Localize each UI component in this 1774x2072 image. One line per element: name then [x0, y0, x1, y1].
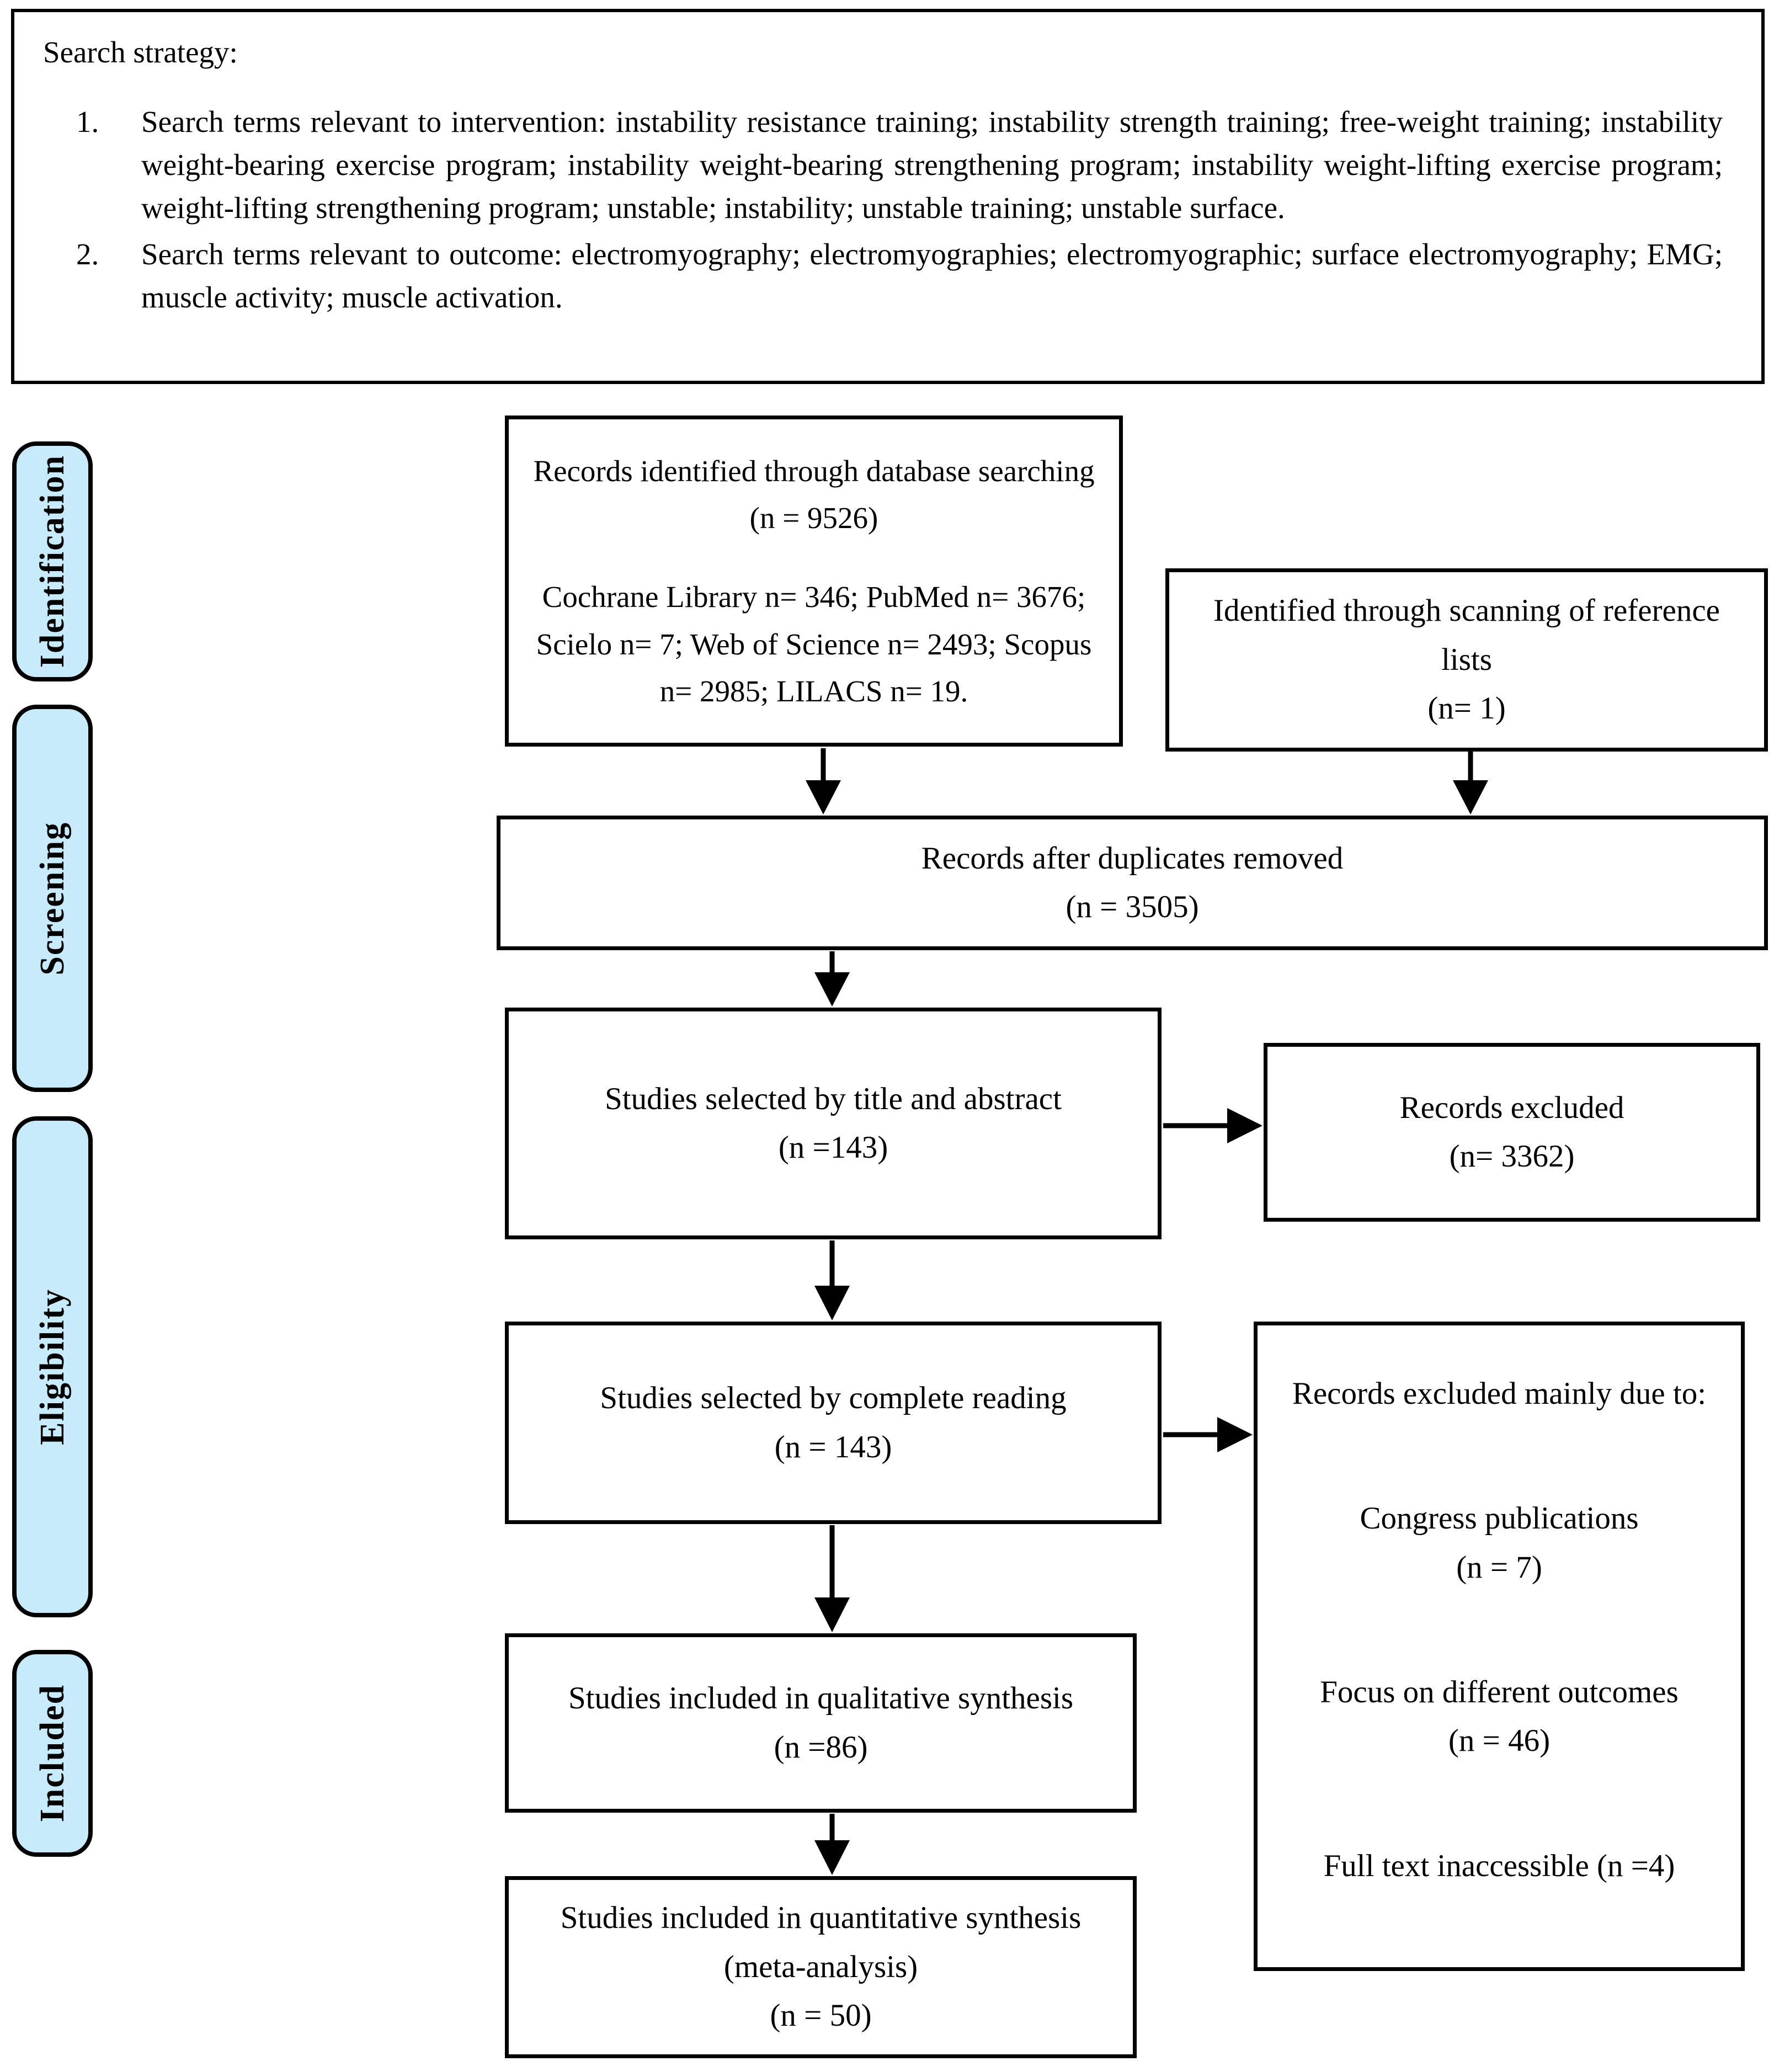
box-quantitative-synthesis: Studies included in quantitative synthes…: [505, 1876, 1137, 2058]
stage-label-screening: Screening: [12, 705, 93, 1092]
stage-label-text: Included: [33, 1684, 71, 1823]
box-duplicates-removed: Records after duplicates removed (n = 35…: [497, 816, 1768, 950]
box-heading: Studies selected by title and abstract: [605, 1081, 1062, 1116]
box-count: (n = 3505): [1066, 889, 1199, 924]
box-count: (n =143): [778, 1130, 888, 1165]
stage-label-text: Identification: [33, 455, 71, 668]
box-heading: Records excluded: [1399, 1090, 1624, 1125]
box-count: (n =86): [774, 1729, 868, 1765]
search-item-text: Search terms relevant to outcome: electr…: [141, 237, 1723, 315]
box-records-identified: Records identified through database sear…: [505, 416, 1123, 747]
box-qualitative-synthesis: Studies included in qualitative synthesi…: [505, 1633, 1137, 1813]
search-strategy-panel: Search strategy: 1. Search terms relevan…: [11, 9, 1765, 384]
box-count: (n= 3362): [1449, 1139, 1575, 1174]
box-heading: Studies included in qualitative synthesi…: [568, 1681, 1074, 1716]
stage-label-included: Included: [12, 1650, 93, 1857]
exclusion-reason: Full text inaccessible (n =4): [1324, 1842, 1675, 1890]
stage-label-eligibility: Eligibility: [12, 1116, 93, 1617]
box-exclusion-reasons: Records excluded mainly due to: Congress…: [1254, 1322, 1745, 1971]
reason-count: (n = 7): [1456, 1549, 1542, 1585]
stage-label-text: Screening: [33, 821, 71, 976]
reason-count: (n = 46): [1448, 1723, 1551, 1759]
box-count: (n = 50): [770, 1998, 872, 2033]
box-complete-reading: Studies selected by complete reading (n …: [505, 1322, 1162, 1524]
arrow-duplicates-to-title-abstract: [814, 951, 850, 1006]
exclusion-reason: Focus on different outcomes (n = 46): [1320, 1668, 1679, 1766]
box-heading: Records after duplicates removed: [921, 840, 1344, 876]
box-records-excluded: Records excluded (n= 3362): [1264, 1043, 1760, 1222]
stage-label-identification: Identification: [12, 441, 93, 681]
box-count: (n= 1): [1427, 691, 1506, 726]
search-item-number: 2.: [76, 237, 99, 271]
box-heading: Studies included in quantitative synthes…: [560, 1900, 1082, 1984]
arrow-complete-reading-to-qualitative: [814, 1525, 850, 1632]
box-heading: Records identified through database sear…: [533, 454, 1095, 535]
arrow-title-abstract-to-records-excluded: [1163, 1108, 1262, 1143]
box-count: (n = 143): [774, 1429, 892, 1464]
box-detail: Cochrane Library n= 346; PubMed n= 3676;…: [536, 580, 1092, 708]
box-reference-lists: Identified through scanning of reference…: [1165, 568, 1768, 752]
search-strategy-title: Search strategy:: [43, 35, 238, 69]
arrow-references-to-duplicates: [1453, 752, 1488, 814]
box-heading: Studies selected by complete reading: [600, 1381, 1067, 1416]
exclusion-reason: Congress publications (n = 7): [1360, 1494, 1638, 1592]
box-title-abstract: Studies selected by title and abstract (…: [505, 1008, 1162, 1239]
reason-text: Full text inaccessible (n =4): [1323, 1848, 1675, 1883]
arrow-qualitative-to-quantitative: [814, 1814, 850, 1875]
search-item-number: 1.: [76, 105, 99, 139]
search-item-text: Search terms relevant to intervention: i…: [141, 105, 1723, 225]
reason-text: Congress publications: [1360, 1501, 1639, 1536]
box-heading: Records excluded mainly due to:: [1292, 1376, 1707, 1411]
arrow-title-abstract-to-complete-reading: [814, 1240, 850, 1320]
arrow-complete-reading-to-exclusion-reasons: [1163, 1417, 1253, 1452]
stage-label-text: Eligibility: [33, 1288, 71, 1445]
search-item-1: 1. Search terms relevant to intervention…: [43, 100, 1723, 230]
search-item-2: 2. Search terms relevant to outcome: ele…: [43, 233, 1723, 319]
arrow-database-to-duplicates: [806, 748, 841, 814]
box-heading: Identified through scanning of reference…: [1213, 593, 1720, 677]
reason-text: Focus on different outcomes: [1320, 1675, 1679, 1710]
